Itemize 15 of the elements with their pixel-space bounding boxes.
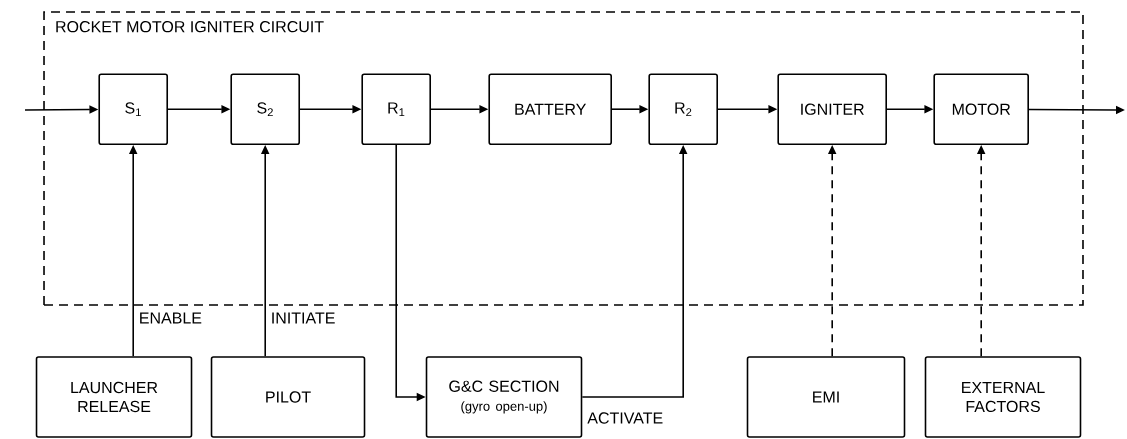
block-box: EMI xyxy=(746,356,906,438)
block-box: MOTOR xyxy=(933,73,1029,145)
block-box: IGNITER xyxy=(777,73,887,145)
edge-label: ACTIVATE xyxy=(586,411,665,425)
block-box: S$_{2}$ xyxy=(230,73,300,145)
block-box: G&C SECTION (gyro open-up) xyxy=(425,356,583,438)
edge-label: ENABLE xyxy=(137,311,203,325)
block-box: R$_{2}$ xyxy=(648,73,718,145)
block-box: EXTERNAL FACTORS xyxy=(924,356,1082,438)
block-box: PILOT xyxy=(210,356,366,438)
block-box: LAUNCHER RELEASE xyxy=(35,356,193,438)
block-box: R$_{1}$ xyxy=(361,73,431,145)
block-box: S$_{1}$ xyxy=(98,73,168,145)
block-box: BATTERY xyxy=(488,73,612,145)
edge-label: INITIATE xyxy=(269,311,337,325)
